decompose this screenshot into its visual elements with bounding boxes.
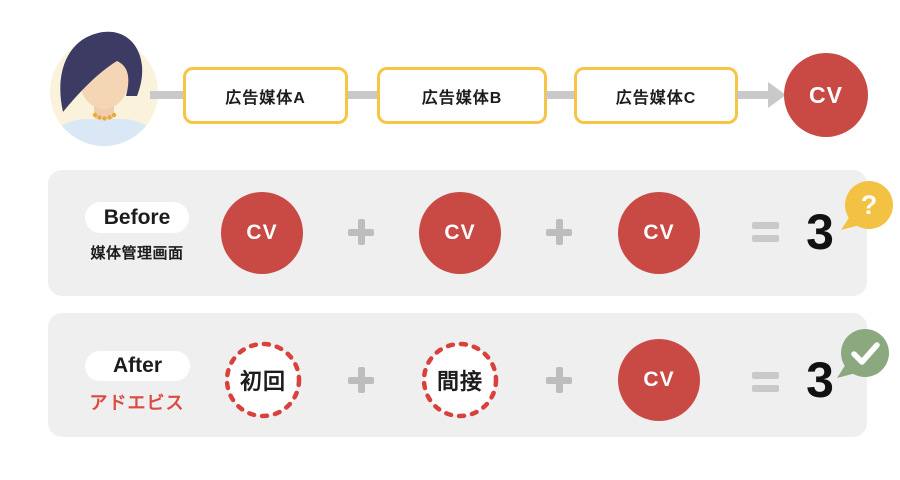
before-tag-label: Before — [103, 205, 171, 229]
before-cv-label-1: CV — [246, 221, 278, 244]
check-badge-icon — [837, 329, 889, 378]
media-box-b-label: 広告媒体B — [421, 89, 503, 107]
after-tag-label: After — [112, 354, 162, 377]
plus-icon — [546, 367, 572, 393]
after-panel: After アドエビス 初回 間接 CV 3 — [48, 313, 889, 437]
media-box-a-label: 広告媒体A — [225, 89, 306, 107]
equals-icon — [752, 372, 779, 392]
dotted-ring-icon — [224, 341, 302, 419]
before-cv-circle-3: CV — [618, 192, 700, 274]
flow-connector — [737, 91, 770, 99]
before-subtitle: 媒体管理画面 — [90, 245, 184, 262]
dotted-ring-icon — [421, 341, 499, 419]
before-cv-label-2: CV — [444, 221, 476, 244]
after-indirect-label: 間接 — [436, 369, 483, 394]
question-badge-icon: ? — [841, 181, 893, 230]
after-first-touch-label: 初回 — [239, 369, 286, 394]
after-first-touch-circle: 初回 — [218, 335, 308, 425]
media-box-c: 広告媒体C — [574, 67, 738, 124]
flow-connector — [150, 91, 184, 99]
check-icon — [851, 342, 880, 365]
after-cv-label: CV — [643, 368, 675, 391]
after-indirect-circle: 間接 — [415, 335, 505, 425]
plus-icon — [546, 219, 572, 245]
plus-icon — [348, 367, 374, 393]
before-panel: Before 媒体管理画面 CV CV CV 3 ? — [48, 170, 893, 296]
conversion-circle: CV — [784, 53, 868, 137]
conversion-label: CV — [809, 81, 843, 108]
plus-icon — [348, 219, 374, 245]
before-cv-label-3: CV — [643, 221, 675, 244]
after-result: 3 — [806, 352, 834, 408]
before-cv-circle-2: CV — [419, 192, 501, 274]
flow-connector — [546, 91, 574, 99]
before-tag: Before — [85, 202, 189, 233]
flow-connector — [348, 91, 377, 99]
before-result: 3 — [806, 204, 834, 260]
media-box-c-label: 広告媒体C — [615, 89, 697, 107]
before-cv-circle-1: CV — [221, 192, 303, 274]
media-box-a: 広告媒体A — [183, 67, 348, 124]
after-subtitle: アドエビス — [89, 393, 185, 413]
after-cv-circle: CV — [618, 339, 700, 421]
arrow-right-icon — [768, 82, 786, 108]
media-box-b: 広告媒体B — [377, 67, 547, 124]
question-mark: ? — [861, 190, 878, 220]
equals-icon — [752, 222, 779, 242]
user-avatar — [50, 31, 158, 146]
after-tag: After — [85, 351, 190, 381]
